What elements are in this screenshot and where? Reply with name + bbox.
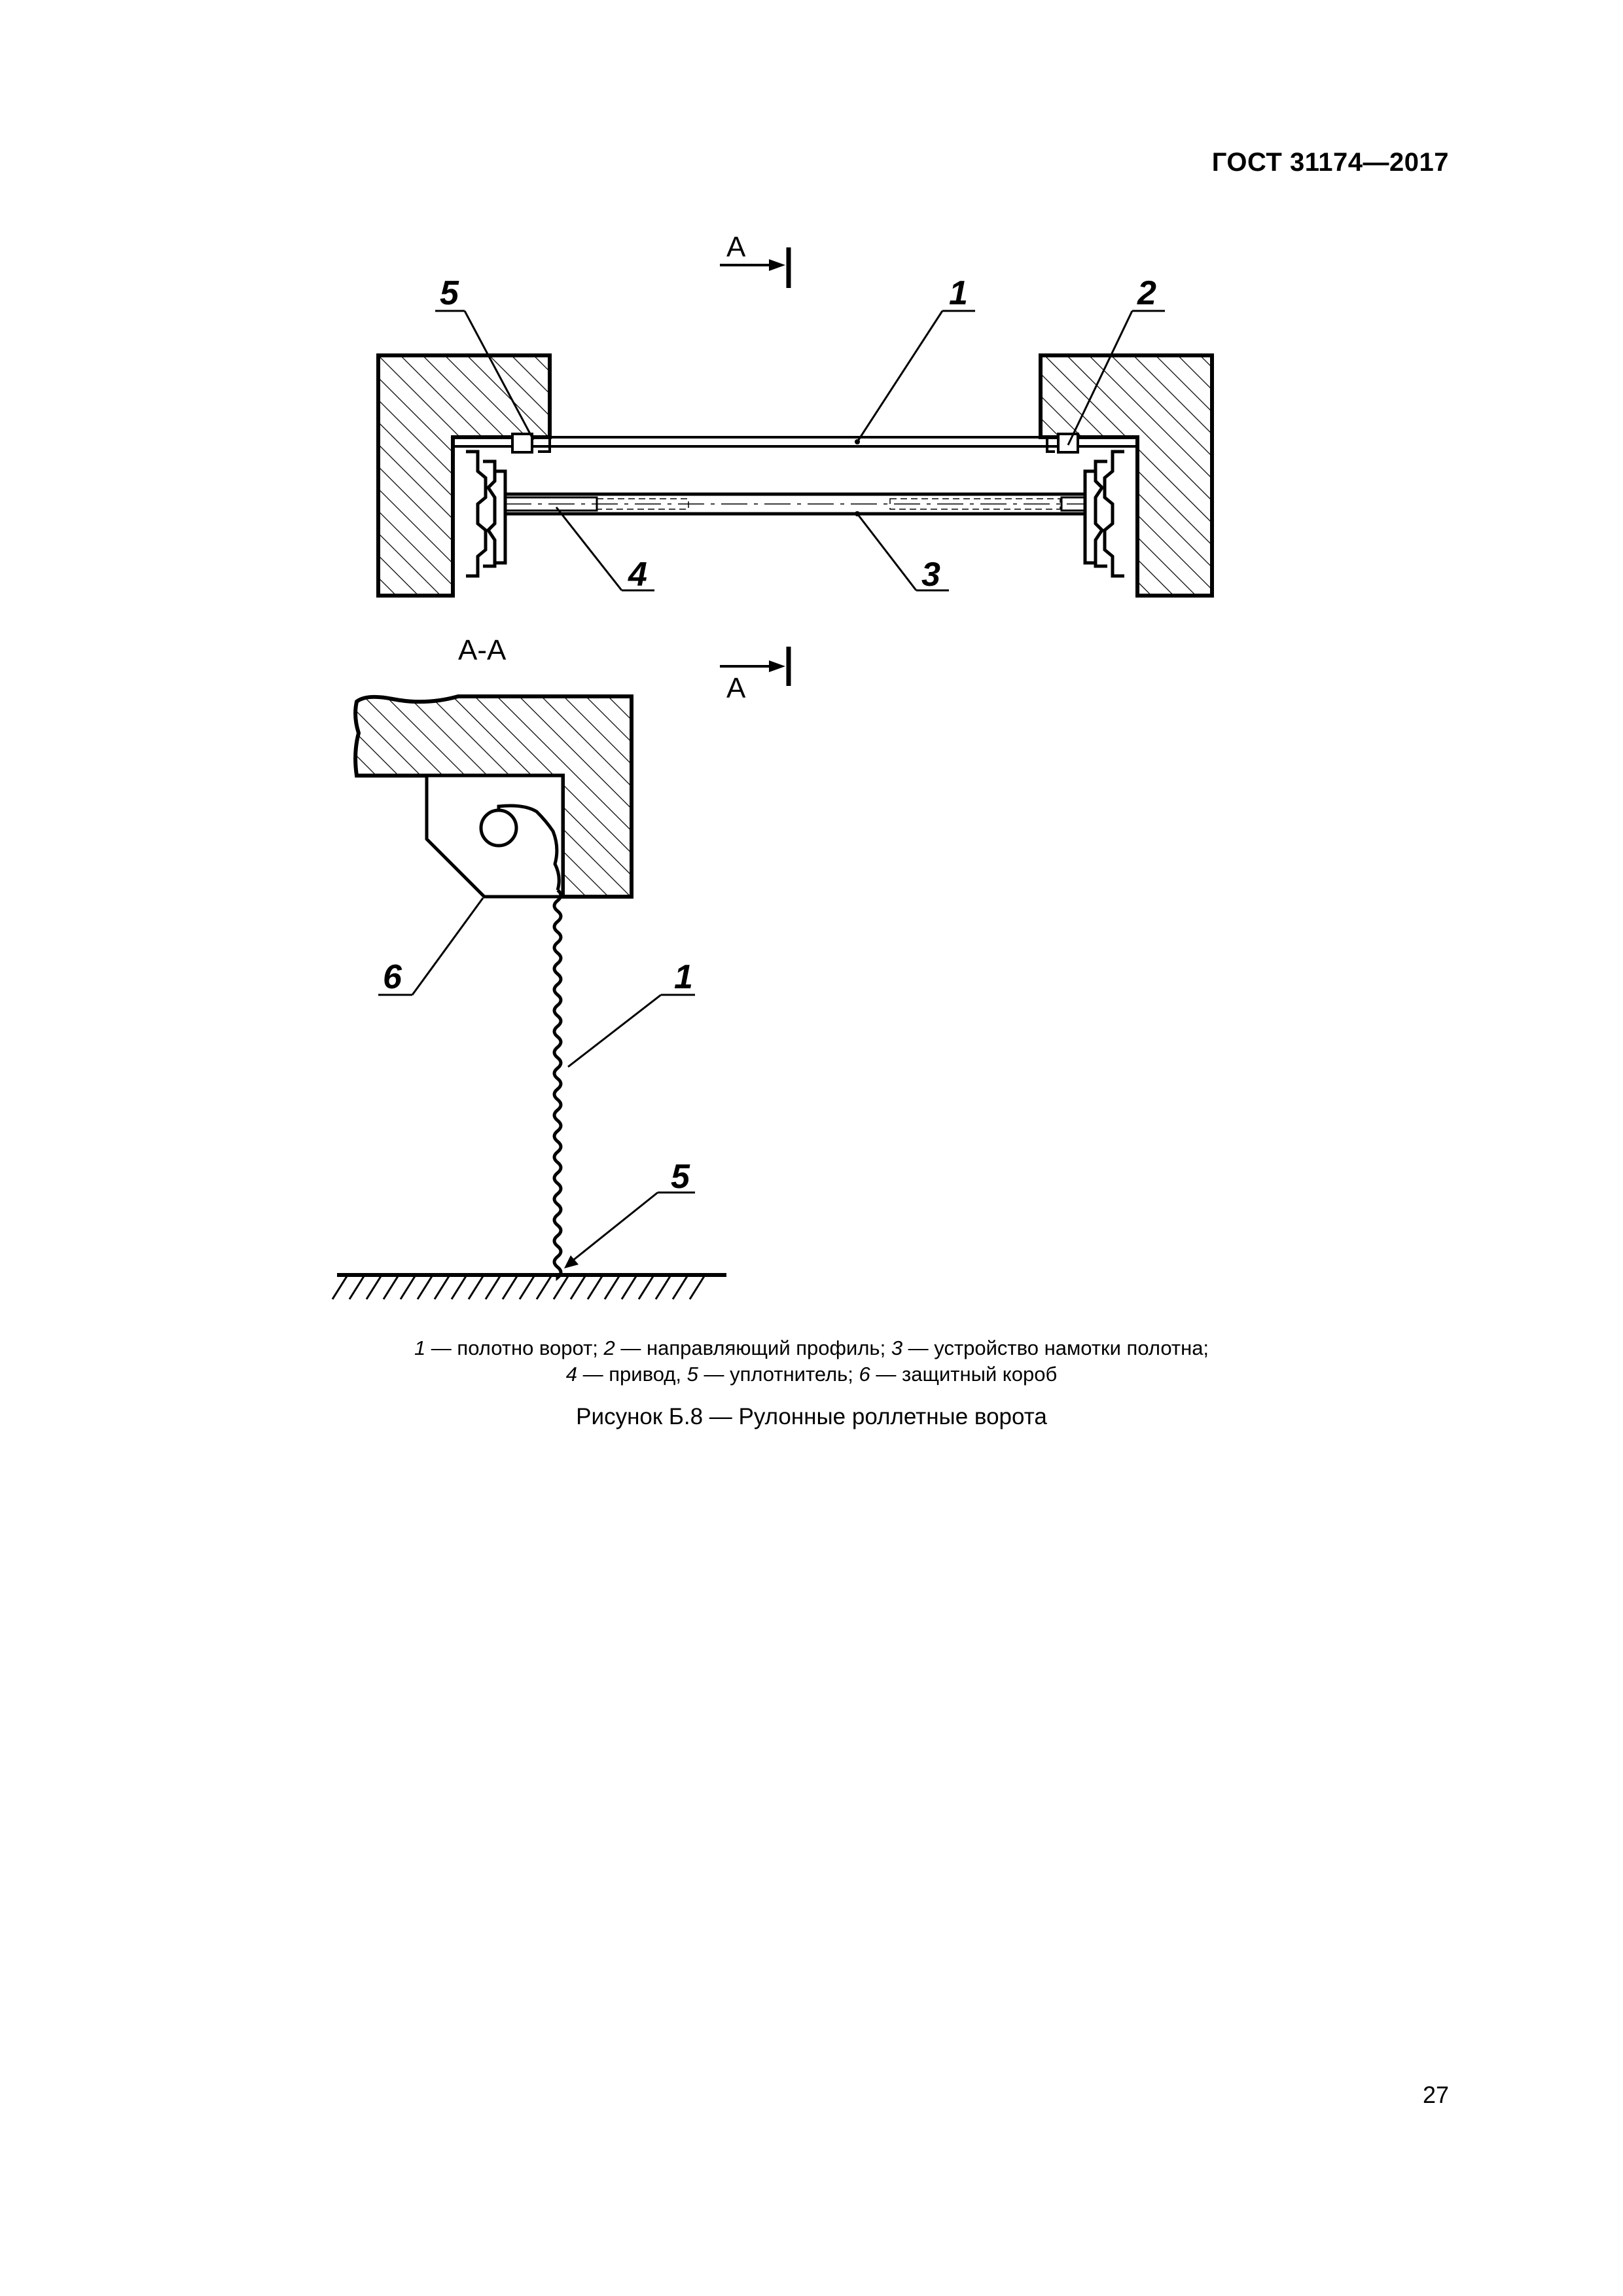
callout-3-top: 3: [855, 511, 949, 594]
jamb-profile-left: [466, 450, 488, 578]
lintel: [353, 694, 633, 899]
door-leaf-section: [552, 889, 563, 1282]
shaft-circle: [479, 808, 518, 848]
svg-text:1: 1: [674, 958, 693, 996]
page-number: 27: [1422, 2081, 1449, 2108]
door-leaf-plan: [452, 436, 1139, 448]
legend-item: 6 — защитный короб: [859, 1363, 1058, 1386]
section-view: 6 1 5: [331, 694, 726, 1300]
svg-text:2: 2: [1137, 274, 1156, 312]
document-code: ГОСТ 31174—2017: [1211, 148, 1449, 177]
floor-hatching: [331, 1276, 705, 1300]
svg-text:5: 5: [671, 1158, 690, 1196]
section-marker-bottom: А: [726, 672, 746, 704]
callout-4-top: 4: [555, 507, 654, 594]
guide-left: [532, 436, 551, 453]
seal-left: [511, 433, 533, 454]
legend-item: 2 — направляющий профиль;: [603, 1336, 891, 1359]
legend-item: 5 — уплотнитель;: [687, 1363, 859, 1386]
callout-1-top: 1: [855, 274, 975, 444]
svg-text:6: 6: [383, 958, 402, 996]
section-title: А-А: [458, 634, 507, 666]
legend-item: 4 — привод,: [565, 1363, 687, 1386]
svg-text:4: 4: [628, 556, 647, 594]
legend-item: 1 — полотно ворот;: [414, 1336, 604, 1359]
figure-caption: Рисунок Б.8 — Рулонные роллетные ворота: [576, 1404, 1047, 1429]
callout-1-bottom: 1: [567, 958, 695, 1068]
left-wall: [376, 353, 552, 598]
legend-line-1: 1 — полотно ворот; 2 — направляющий проф…: [0, 1335, 1623, 1361]
jamb-profile-right: [1103, 450, 1124, 578]
callout-6-bottom: 6: [378, 897, 484, 996]
legend-item: 3 — устройство намотки полотна;: [891, 1336, 1209, 1359]
callout-5-bottom: 5: [564, 1158, 695, 1268]
svg-text:1: 1: [949, 274, 968, 312]
guide-right: [1046, 436, 1058, 453]
svg-text:5: 5: [440, 274, 459, 312]
svg-text:3: 3: [921, 556, 940, 594]
callout-2-top: 2: [1067, 274, 1165, 446]
callout-5-top: 5: [435, 274, 535, 440]
technical-drawing: А 5 1 2 4 3 А-А: [331, 231, 1214, 1300]
plan-view: А 5 1 2 4 3: [376, 231, 1214, 598]
legend-line-2: 4 — привод, 5 — уплотнитель; 6 — защитны…: [0, 1361, 1623, 1388]
right-wall: [1039, 353, 1214, 598]
section-marker-top: А: [726, 231, 746, 263]
